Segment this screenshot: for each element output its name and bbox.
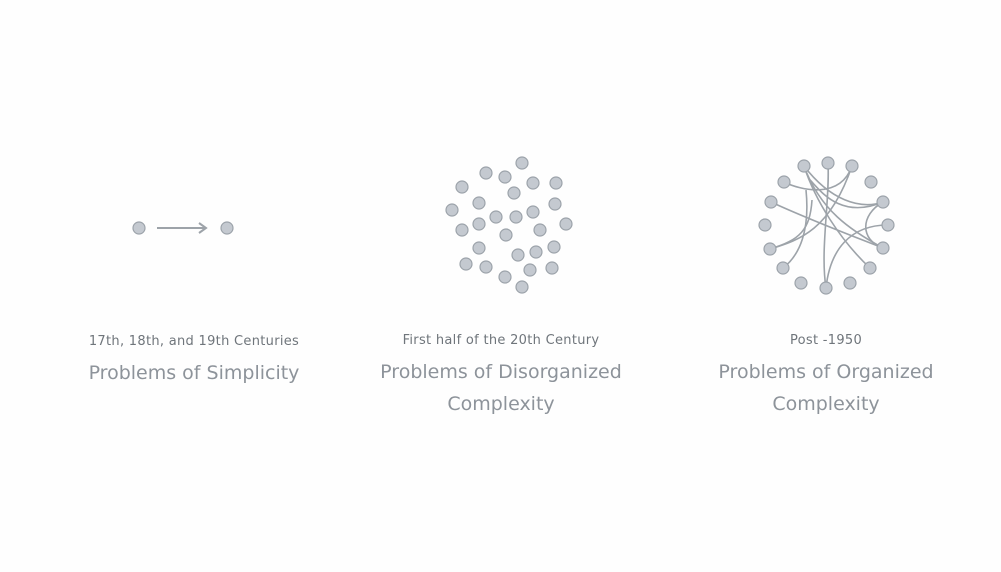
edge xyxy=(803,165,884,206)
node xyxy=(220,221,234,235)
node xyxy=(758,218,772,232)
disorganized-complexity-icon xyxy=(445,156,573,294)
panel-title: Problems of Simplicity xyxy=(88,362,300,384)
node xyxy=(459,257,473,271)
node xyxy=(863,261,877,275)
panel-title: Problems of Disorganized Complexity xyxy=(380,361,622,415)
edge xyxy=(809,179,884,209)
node xyxy=(547,240,561,254)
node xyxy=(548,197,562,211)
node xyxy=(794,276,808,290)
node xyxy=(776,261,790,275)
node xyxy=(545,261,559,275)
node xyxy=(821,156,835,170)
node xyxy=(499,228,513,242)
node xyxy=(876,195,890,209)
edge xyxy=(803,165,871,269)
node xyxy=(845,159,859,173)
panel-disorganized-complexity: First half of the 20th Century Problems … xyxy=(351,333,651,420)
arrowhead xyxy=(198,222,208,234)
edge xyxy=(825,224,889,289)
node xyxy=(526,205,540,219)
node xyxy=(472,217,486,231)
node xyxy=(843,276,857,290)
era-label: First half of the 20th Century xyxy=(402,333,600,348)
edge xyxy=(769,199,813,250)
node xyxy=(764,195,778,209)
era-label: Post -1950 xyxy=(789,333,863,348)
node xyxy=(515,280,529,294)
node xyxy=(526,176,540,190)
node xyxy=(489,210,503,224)
panel-simplicity: 17th, 18th, and 19th Centuries Problems … xyxy=(44,334,344,389)
node xyxy=(455,180,469,194)
node xyxy=(533,223,547,237)
edge xyxy=(770,201,884,249)
node xyxy=(523,263,537,277)
era-label: 17th, 18th, and 19th Centuries xyxy=(88,334,300,349)
node xyxy=(876,241,890,255)
node xyxy=(507,186,521,200)
panel-organized-complexity: Post -1950 Problems of Organized Complex… xyxy=(676,333,976,420)
node xyxy=(498,270,512,284)
node xyxy=(511,248,525,262)
node xyxy=(549,176,563,190)
simplicity-icon xyxy=(132,221,234,235)
node xyxy=(472,241,486,255)
node xyxy=(455,223,469,237)
node xyxy=(132,221,146,235)
node xyxy=(763,242,777,256)
organized-complexity-icon xyxy=(758,156,895,295)
node xyxy=(479,166,493,180)
edge xyxy=(783,165,853,191)
node xyxy=(881,218,895,232)
node xyxy=(559,217,573,231)
node xyxy=(777,175,791,189)
panel-title: Problems of Organized Complexity xyxy=(718,361,934,415)
node xyxy=(498,170,512,184)
node xyxy=(479,260,493,274)
node xyxy=(529,245,543,259)
node xyxy=(864,175,878,189)
node xyxy=(445,203,459,217)
node xyxy=(797,159,811,173)
node xyxy=(472,196,486,210)
node xyxy=(509,210,523,224)
node xyxy=(819,281,833,295)
node xyxy=(515,156,529,170)
